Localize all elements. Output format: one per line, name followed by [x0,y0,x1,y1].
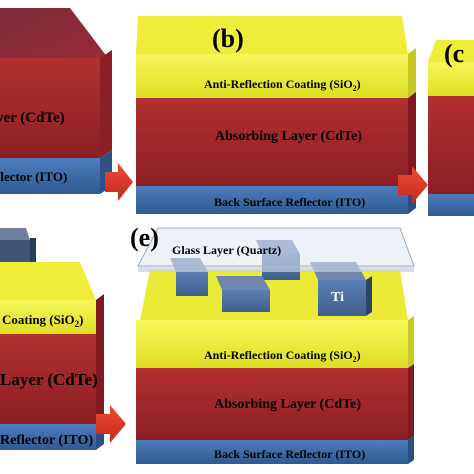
panel-e-absorber-side [408,364,414,440]
ti-block-4-side [366,276,372,316]
panel-e-coating-front [136,320,408,368]
panel-e-reflector [136,440,408,464]
panel-c-letter: (c [444,39,464,68]
panel-b-absorber-label: Absorbing Layer (CdTe) [215,129,362,144]
panel-d-coating-label: Coating (SiO2) [2,312,83,329]
panel-d-absorber-side [96,294,104,424]
panel-e-coating-side [408,316,414,368]
ti-block-3-front [222,290,270,312]
panel-b: (b) Anti-Reflection Coating (SiO2) Absor… [136,16,416,214]
panel-c-reflector [428,194,474,216]
ti-block-4-front [318,280,366,316]
panel-d: Coating (SiO2) Layer (CdTe) Reflector (I… [0,228,104,450]
panel-b-coating-label: Anti-Reflection Coating (SiO2) [204,77,361,93]
panel-e-ti-label: Ti [331,290,344,305]
panel-d-coating-top [0,262,96,300]
panel-b-reflector-label: Back Surface Reflector (ITO) [214,195,365,209]
panel-b-coating-front [136,54,408,98]
panel-a-reflector-label: flector (ITO) [0,169,67,184]
panel-b-reflector [136,186,408,214]
panel-b-absorber-side [408,92,416,186]
arrow-a-to-b [105,163,133,201]
panel-a-reflector [0,158,100,194]
panel-e-glass-label: Glass Layer (Quartz) [172,243,281,257]
panel-b-absorber [136,98,408,186]
panel-e-absorber [136,368,408,440]
panel-a-absorber-side [100,50,112,158]
panel-c-coating-top [428,40,474,62]
panel-a-absorber-label: yer (CdTe) [0,110,65,126]
panel-d-coating-front [0,300,96,334]
panel-a: yer (CdTe) flector (ITO) [0,8,112,194]
panel-e-reflector-side [408,436,414,464]
panel-d-reflector [0,424,96,450]
panel-c-absorber [428,96,474,194]
panel-e: (e) Glass Layer (Quartz) Ti Anti-Reflect… [130,223,415,464]
panel-c-coating-front [428,62,474,96]
arrow-b-to-c [398,166,428,204]
panel-b-letter: (b) [212,24,244,53]
panel-d-reflector-label: Reflector (ITO) [0,433,94,448]
panel-e-reflector-label: Back Surface Reflector (ITO) [214,447,365,461]
panel-e-absorber-label: Absorbing Layer (CdTe) [214,397,361,412]
panel-d-absorber-label: Layer (CdTe) [0,370,98,389]
panel-d-absorber [0,334,96,424]
ti-block-1-front [176,272,208,296]
panel-e-letter: (e) [130,223,159,252]
panel-e-coating-label: Anti-Reflection Coating (SiO2) [204,348,361,364]
panel-d-ti-block-right [30,238,36,280]
ti-block-3-top [216,276,270,290]
panel-b-coating-top [136,16,408,54]
arrow-d-to-e [96,405,126,443]
panel-d-ti-block-top [0,228,30,240]
panel-b-coating-side [408,48,416,98]
panel-a-absorber-front [0,58,100,158]
panel-a-absorber-top [0,8,108,58]
panel-e-glass-edge [138,266,414,272]
panel-c: (c [428,39,474,216]
